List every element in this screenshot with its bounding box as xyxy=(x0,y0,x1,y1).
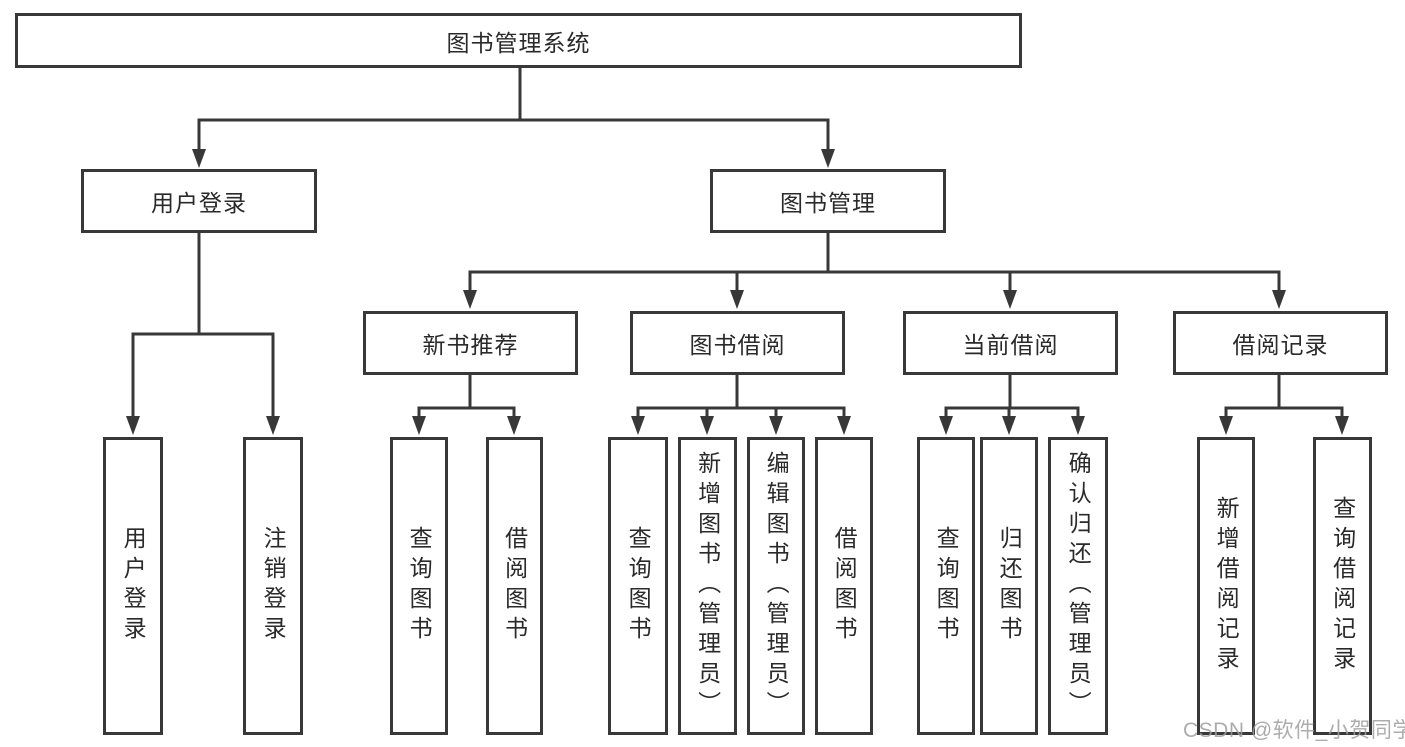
leaf-br-add-record: 新增借阅记录 xyxy=(1197,437,1255,735)
leaf-br-add-record-label: 新增借阅记录 xyxy=(1213,496,1240,676)
leaf-cb-confirm-return-admin-label: 确认归还（管理员） xyxy=(1065,451,1092,721)
leaf-bb-add-books-admin-label: 新增图书（管理员） xyxy=(694,451,721,721)
leaf-user-login: 用户登录 xyxy=(103,437,163,735)
leaf-nb-query-books: 查询图书 xyxy=(390,437,448,735)
leaf-user-login-label: 用户登录 xyxy=(120,526,147,646)
node-book-borrowing: 图书借阅 xyxy=(630,311,845,375)
leaf-br-query-record: 查询借阅记录 xyxy=(1313,437,1372,735)
leaf-cb-query-books-label: 查询图书 xyxy=(933,526,960,646)
leaf-cb-query-books: 查询图书 xyxy=(917,437,975,735)
leaf-nb-borrow-books-label: 借阅图书 xyxy=(501,526,528,646)
leaf-br-query-record-label: 查询借阅记录 xyxy=(1329,496,1356,676)
leaf-cb-confirm-return-admin: 确认归还（管理员） xyxy=(1048,437,1108,735)
leaf-logout: 注销登录 xyxy=(243,437,303,735)
node-library-system: 图书管理系统 xyxy=(15,13,1022,68)
node-current-borrowing: 当前借阅 xyxy=(903,311,1118,375)
leaf-nb-borrow-books: 借阅图书 xyxy=(486,437,543,735)
node-borrowing-records: 借阅记录 xyxy=(1173,311,1388,375)
leaf-nb-query-books-label: 查询图书 xyxy=(406,526,433,646)
node-book-management: 图书管理 xyxy=(710,169,946,233)
node-new-book-recommend: 新书推荐 xyxy=(363,311,578,375)
leaf-bb-query-books: 查询图书 xyxy=(608,437,668,735)
leaf-bb-borrow-books-label: 借阅图书 xyxy=(831,526,858,646)
leaf-bb-add-books-admin: 新增图书（管理员） xyxy=(678,437,737,735)
leaf-cb-return-books: 归还图书 xyxy=(980,437,1038,735)
leaf-logout-label: 注销登录 xyxy=(260,526,287,646)
leaf-bb-edit-books-admin-label: 编辑图书（管理员） xyxy=(763,451,790,721)
csdn-watermark: CSDN @软件_小贺同学 xyxy=(1183,719,1405,742)
node-user-login: 用户登录 xyxy=(81,169,317,233)
leaf-bb-borrow-books: 借阅图书 xyxy=(815,437,873,735)
leaf-bb-edit-books-admin: 编辑图书（管理员） xyxy=(747,437,805,735)
leaf-cb-return-books-label: 归还图书 xyxy=(996,526,1023,646)
leaf-bb-query-books-label: 查询图书 xyxy=(625,526,652,646)
